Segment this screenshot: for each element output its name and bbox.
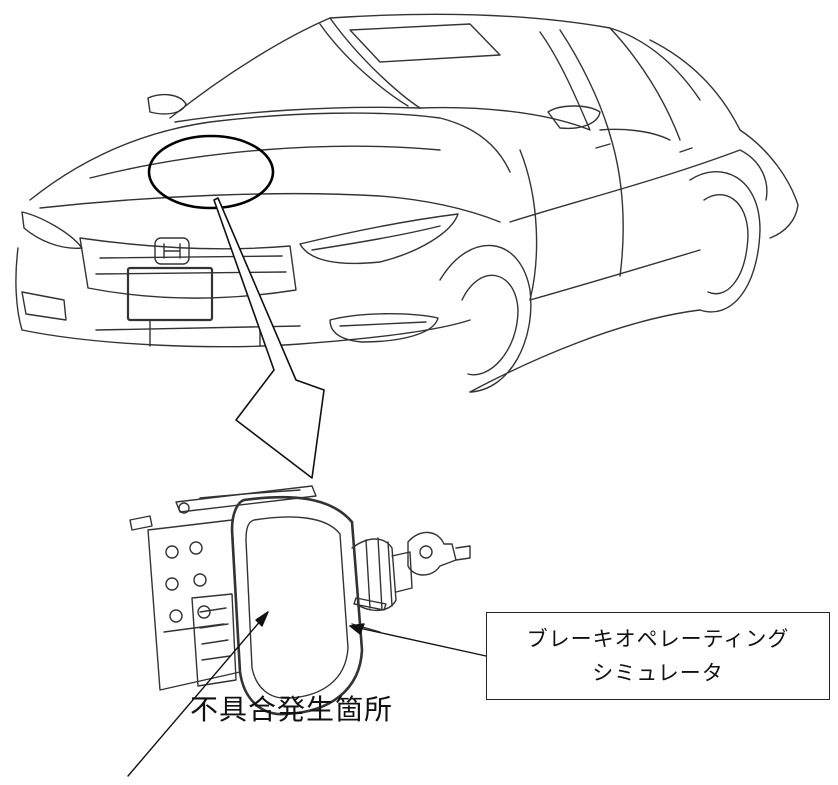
component-label-line2: シミュレータ	[592, 661, 724, 685]
component-label-line1: ブレーキオペレーティング	[526, 627, 790, 651]
car-illustration	[15, 13, 799, 393]
brake-simulator-illustration	[129, 485, 471, 716]
fault-pointer-line	[127, 611, 269, 777]
fault-location-label: 不具合発生箇所	[190, 693, 394, 726]
callout-arrow	[213, 197, 325, 479]
label-pointer-arrow	[349, 623, 487, 657]
highlight-ellipse	[147, 134, 275, 210]
component-label-box: ブレーキオペレーティング シミュレータ	[486, 612, 830, 700]
